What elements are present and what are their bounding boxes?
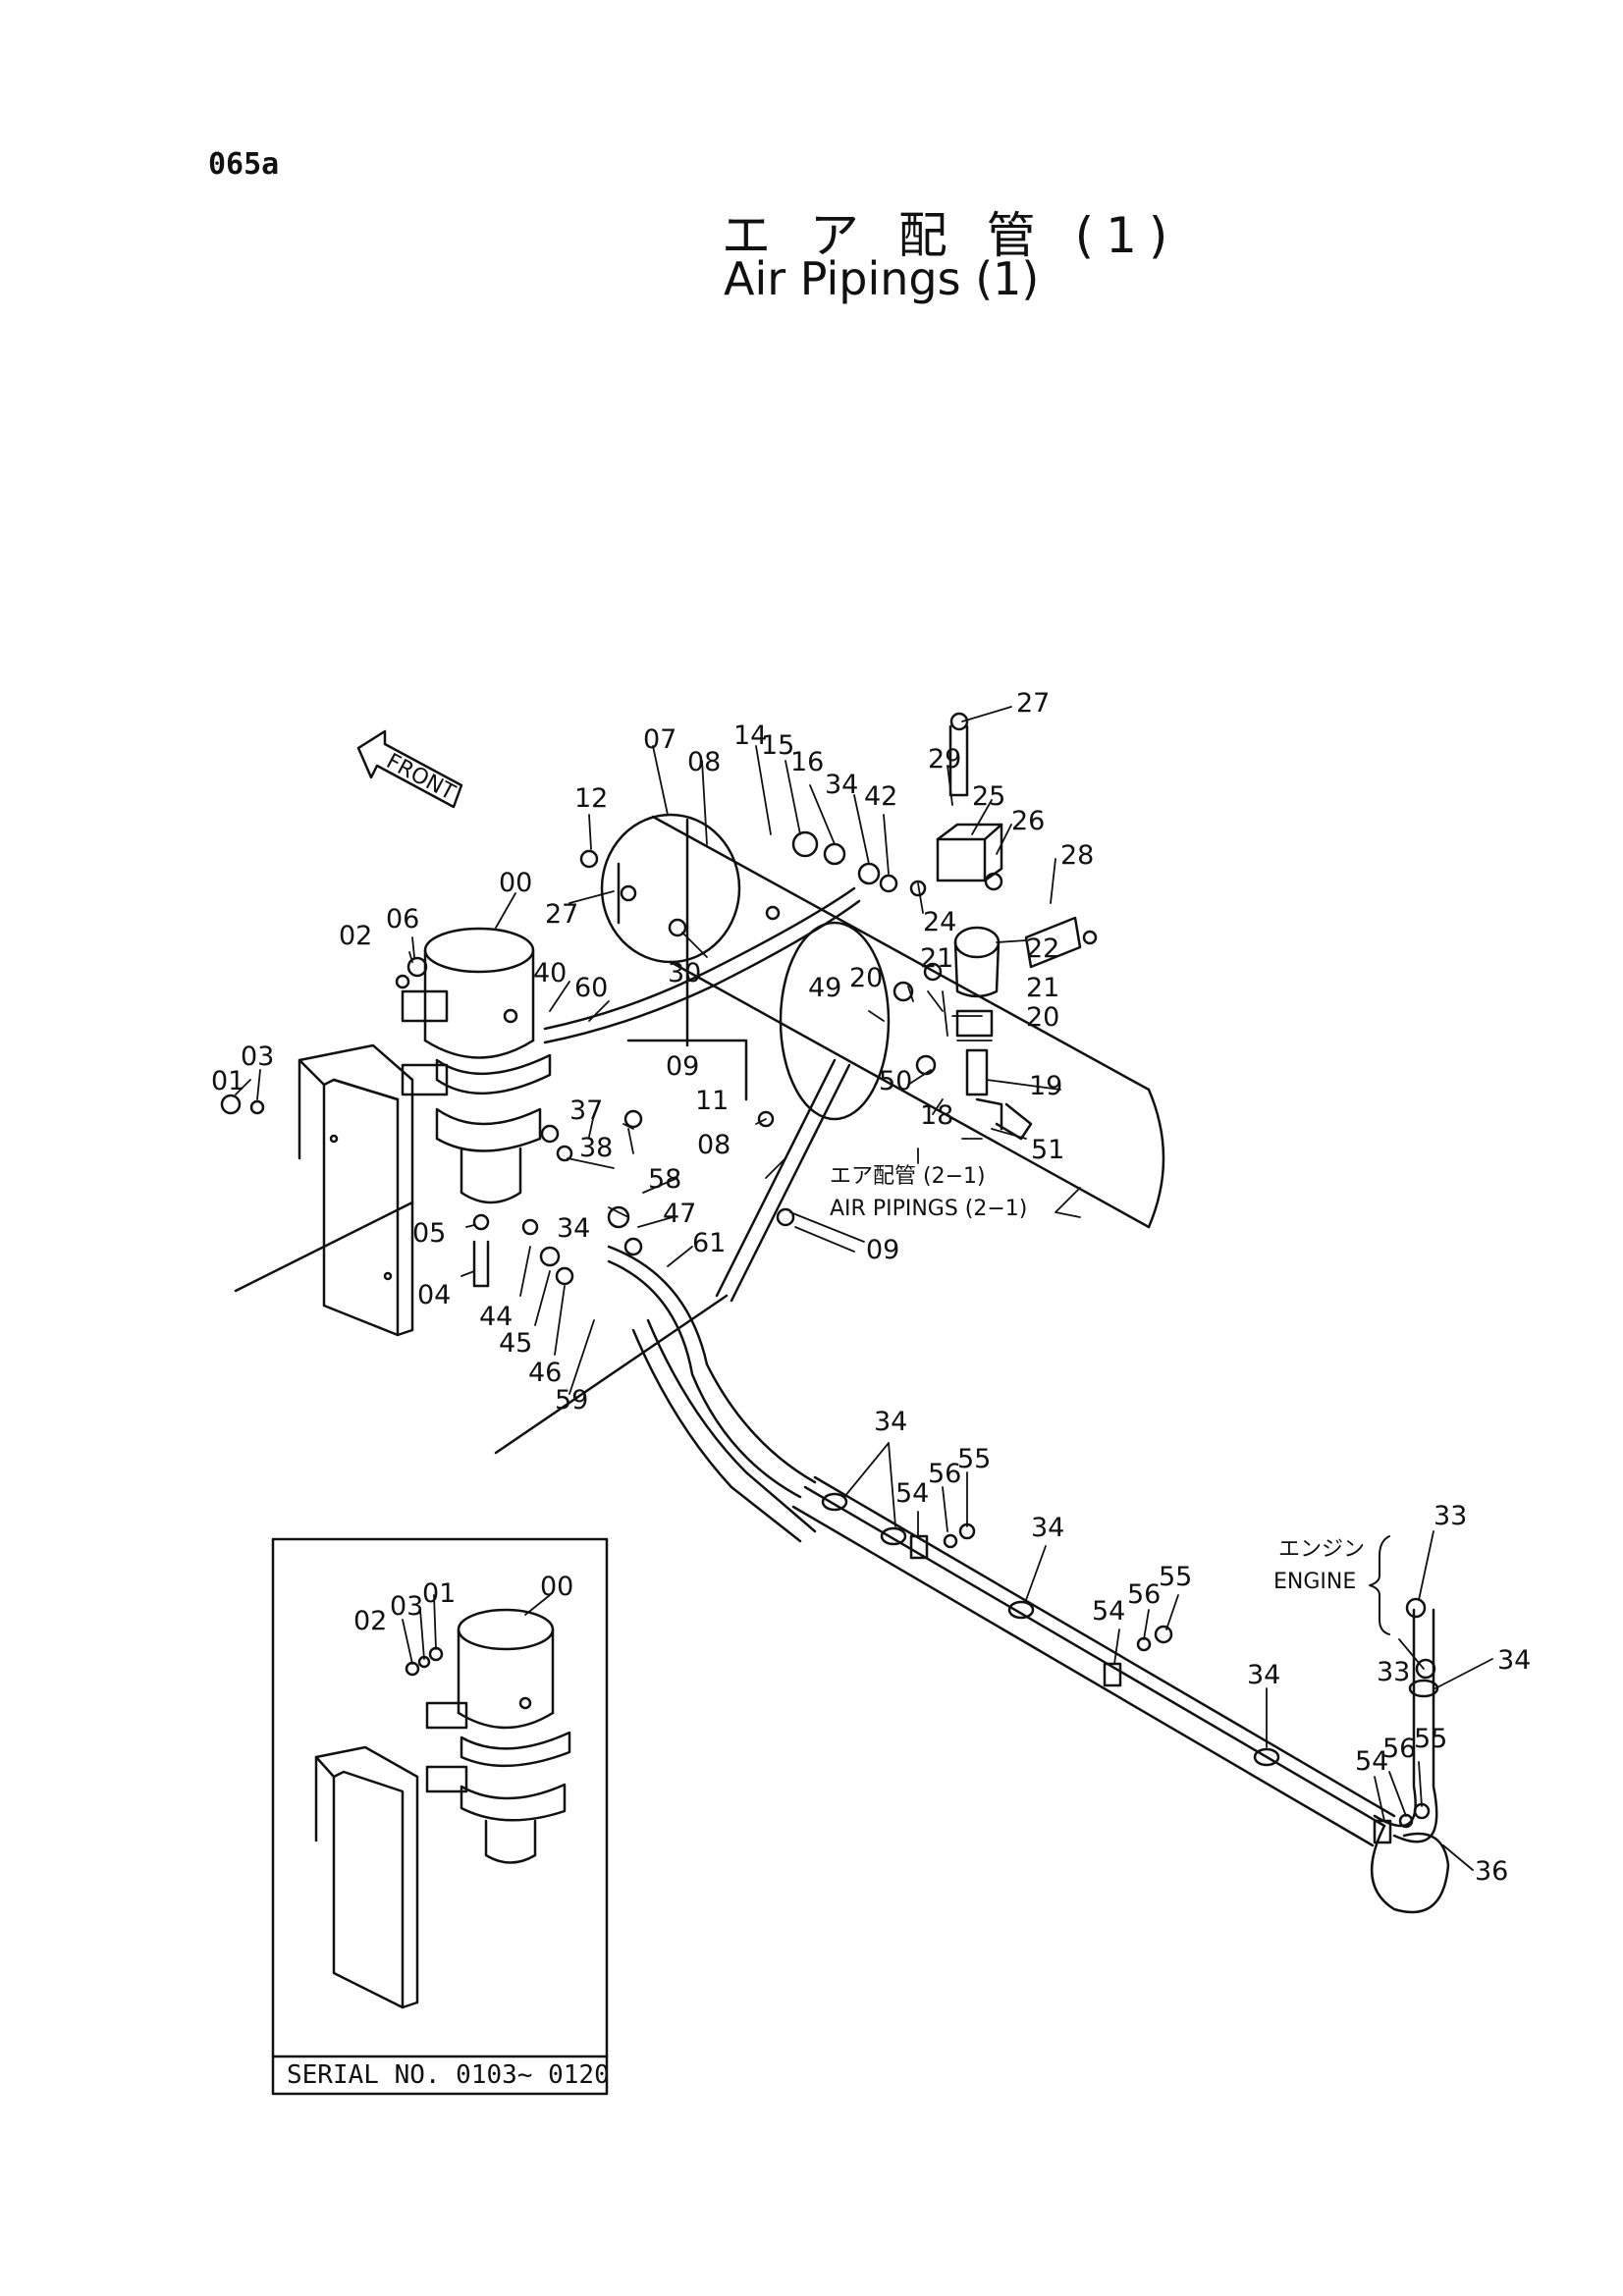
- callout-54: 54: [895, 1478, 929, 1509]
- callout-33b: 33: [1377, 1657, 1410, 1687]
- callout-09: 09: [666, 1051, 699, 1082]
- callout-37: 37: [569, 1095, 603, 1126]
- engine-label-en: ENGINE: [1273, 1570, 1356, 1594]
- callout-27b: 27: [545, 899, 578, 930]
- callout-56b: 56: [1127, 1579, 1161, 1610]
- callout-18: 18: [920, 1100, 953, 1131]
- callout-60: 60: [574, 973, 608, 1003]
- callout-42: 42: [864, 781, 897, 812]
- mounting-bracket: [298, 1043, 414, 1337]
- reference-bracket: [917, 1138, 983, 1164]
- callout-26: 26: [1011, 806, 1045, 836]
- callout-30: 30: [668, 958, 701, 988]
- leader-lines: [235, 706, 1493, 1871]
- callout-50: 50: [879, 1066, 912, 1096]
- frame-outline: [234, 1039, 748, 1455]
- callout-05: 05: [412, 1218, 446, 1249]
- air-hoses: [543, 886, 1450, 1914]
- callout-49: 49: [808, 973, 841, 1003]
- callout-56: 56: [928, 1459, 961, 1489]
- callout-47: 47: [663, 1199, 696, 1229]
- callout-21: 21: [920, 943, 953, 974]
- inset-callout-03: 03: [390, 1591, 423, 1622]
- callout-19: 19: [1029, 1071, 1062, 1101]
- callout-34: 34: [825, 770, 858, 800]
- callout-16: 16: [790, 747, 824, 777]
- callout-33: 33: [1434, 1501, 1467, 1531]
- callout-24: 24: [923, 907, 956, 937]
- callout-08: 08: [687, 747, 721, 777]
- callout-46: 46: [528, 1358, 562, 1388]
- title-japanese: エ ア 配 管 (1): [722, 207, 1180, 264]
- callout-34c: 34: [874, 1407, 907, 1437]
- callout-59: 59: [555, 1385, 588, 1415]
- front-arrow-icon: [356, 729, 463, 809]
- callout-28: 28: [1060, 840, 1094, 871]
- inset-callout-01: 01: [422, 1578, 456, 1609]
- callout-40: 40: [533, 958, 567, 988]
- callout-54c: 54: [1355, 1746, 1388, 1777]
- valve-block: [936, 712, 1082, 1141]
- callouts: 27 29 25 26 28 07 08 14 15 16 34 42 24 2…: [211, 688, 1531, 1887]
- callout-38: 38: [579, 1133, 613, 1163]
- callout-29: 29: [928, 744, 961, 774]
- page-code: 065a: [208, 147, 280, 182]
- callout-55b: 55: [1159, 1562, 1192, 1592]
- callout-09b: 09: [866, 1235, 899, 1265]
- callout-14: 14: [733, 721, 767, 751]
- callout-34d: 34: [1031, 1513, 1064, 1543]
- callout-55c: 55: [1414, 1724, 1447, 1754]
- callout-55: 55: [957, 1444, 991, 1474]
- callout-00: 00: [499, 868, 532, 898]
- engine-label-jp: エンジン: [1278, 1537, 1365, 1562]
- engine-brace: [1369, 1535, 1390, 1635]
- callout-25: 25: [972, 781, 1005, 812]
- reference-jp: エア配管 (2−1): [830, 1164, 986, 1189]
- inset-box: [271, 1537, 609, 2096]
- callout-44: 44: [479, 1302, 513, 1332]
- title-english: Air Pipings (1): [724, 252, 1040, 305]
- inset-callout-00: 00: [540, 1572, 573, 1602]
- callout-34b: 34: [557, 1213, 590, 1244]
- callout-51: 51: [1031, 1135, 1064, 1165]
- inset-callout-02: 02: [353, 1606, 387, 1636]
- air-dryer-00: [401, 927, 552, 1204]
- callout-36: 36: [1475, 1856, 1508, 1887]
- callout-34e: 34: [1247, 1660, 1280, 1690]
- callout-61: 61: [692, 1228, 726, 1258]
- inset-serial-label: SERIAL NO. 0103~ 0120: [287, 2060, 610, 2090]
- callout-02: 02: [339, 921, 372, 951]
- callout-06: 06: [386, 904, 419, 934]
- pipe-clamps: [821, 1492, 1439, 1844]
- callout-22: 22: [1026, 934, 1059, 964]
- callout-11: 11: [695, 1086, 729, 1116]
- callout-01: 01: [211, 1066, 244, 1096]
- callout-20b: 20: [1026, 1002, 1059, 1033]
- callout-15: 15: [761, 730, 794, 761]
- reference-en: AIR PIPINGS (2−1): [830, 1197, 1027, 1221]
- front-label: FRONT: [382, 749, 460, 806]
- callout-21b: 21: [1026, 973, 1059, 1003]
- callout-04: 04: [417, 1280, 451, 1310]
- callout-34f: 34: [1497, 1645, 1531, 1676]
- callout-12: 12: [574, 783, 608, 814]
- callout-58: 58: [648, 1164, 681, 1195]
- callout-08b: 08: [697, 1130, 730, 1160]
- callout-27: 27: [1016, 688, 1050, 719]
- callout-20: 20: [849, 963, 883, 993]
- callout-03: 03: [241, 1041, 274, 1072]
- callout-45: 45: [499, 1328, 532, 1359]
- callout-54b: 54: [1092, 1596, 1125, 1627]
- air-tank: [600, 813, 1165, 1229]
- callout-56c: 56: [1382, 1734, 1416, 1764]
- callout-07: 07: [643, 724, 676, 755]
